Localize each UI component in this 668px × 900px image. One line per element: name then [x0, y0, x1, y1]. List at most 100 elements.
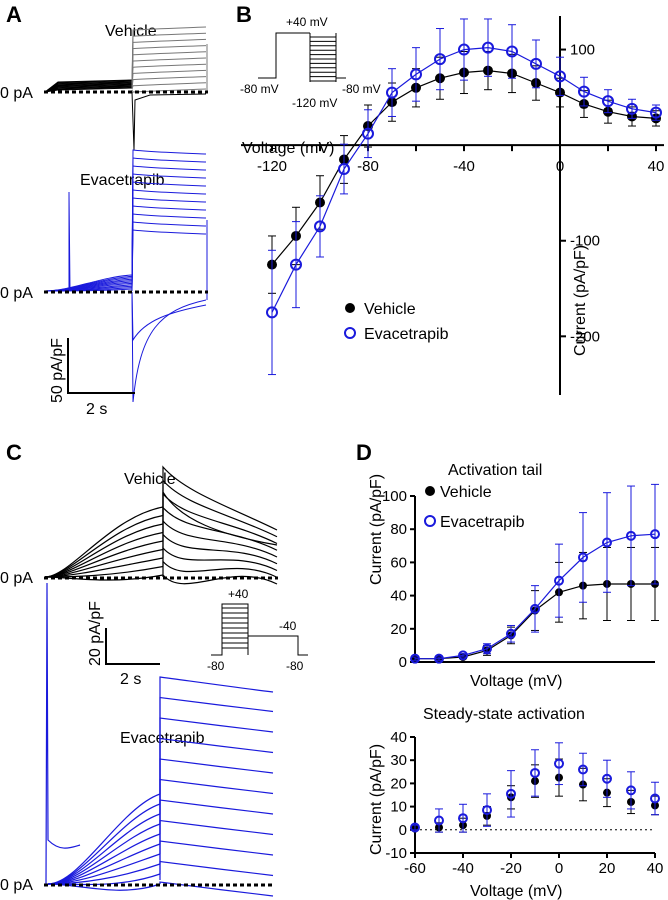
panel-b-legend: Vehicle Evacetrapib	[344, 301, 449, 343]
trace-c-evac-tail	[159, 676, 274, 880]
trace-a-vehicle-step	[131, 51, 207, 86]
panel-a-vehicle-traces	[44, 26, 208, 151]
panel-d-top-ylabel: Current (pA/pF)	[368, 474, 385, 585]
trace-a-evac-step	[131, 189, 207, 285]
chartD2-x-tick-label: 20	[599, 860, 616, 877]
trace-a-evac-spike	[68, 191, 71, 292]
chartD2-y-tick-label: -10	[385, 845, 407, 862]
trace-a-evac-step	[131, 229, 207, 292]
trace-c-evac-step	[47, 803, 161, 885]
chartD1-point-evacetrapib	[554, 575, 564, 586]
legend-d-vehicle: Vehicle	[440, 484, 492, 501]
chartB-point-evacetrapib	[506, 45, 518, 58]
chartD1-y-tick-label: 100	[382, 488, 407, 505]
trace-c-evac-tail	[159, 860, 274, 877]
chartD2-point-evacetrapib	[578, 764, 588, 775]
panel-c-evac-traces	[45, 582, 274, 897]
trace-c-evac-tail	[159, 819, 274, 854]
trace-a-vehicle-transient	[131, 91, 207, 151]
panel-d-bottom-xlabel: Voltage (mV)	[470, 883, 562, 900]
chartB-point-evacetrapib	[626, 102, 638, 115]
trace-a-vehicle-step	[131, 26, 207, 83]
trace-c-evac-step	[47, 823, 161, 885]
chartD1-y-tick-label: 60	[390, 554, 407, 571]
trace-c-evac-tail	[159, 778, 274, 834]
chartB-point-evacetrapib	[482, 41, 494, 54]
legend-b-evac: Evacetrapib	[364, 326, 449, 343]
panel-label-b: B	[236, 2, 252, 27]
chartD2-y-tick-label: 20	[390, 775, 407, 792]
trace-c-vehicle-tail	[162, 465, 278, 531]
trace-c-evac-tail	[159, 799, 274, 844]
trace-c-vehicle-tail	[162, 478, 278, 538]
legend-b-vehicle: Vehicle	[364, 301, 416, 318]
chartD2-y-tick-label: 10	[390, 799, 407, 816]
legend-b-vehicle-marker	[345, 303, 355, 313]
chartD2-point-evacetrapib	[626, 785, 636, 796]
chartD1-point-evacetrapib	[650, 529, 660, 540]
panel-label-d: D	[356, 440, 372, 465]
panel-c-scale-bar	[105, 628, 160, 665]
trace-a-vehicle-step	[131, 76, 207, 89]
panel-b-protocol-left: -80 mV	[240, 82, 279, 96]
chartD2-point-evacetrapib	[506, 788, 516, 799]
chartB-point-evacetrapib	[554, 70, 566, 83]
panel-b-protocol-right: -80 mV	[342, 82, 381, 96]
legend-d-evac: Evacetrapib	[440, 514, 525, 531]
trace-a-evac-transient	[131, 291, 207, 342]
chartB-point-evacetrapib	[434, 53, 446, 66]
trace-c-vehicle-tail	[162, 546, 278, 572]
trace-c-vehicle-tail	[162, 505, 278, 551]
chartB-x-tick-label: 0	[556, 158, 564, 175]
panel-c-protocol	[211, 603, 308, 656]
trace-c-vehicle-tail	[162, 489, 278, 577]
panel-a-evac-title: Evacetrapib	[80, 172, 165, 189]
trace-c-vehicle-tail	[162, 574, 278, 585]
trace-a-vehicle-prestep	[44, 79, 133, 93]
chartB-point-evacetrapib	[602, 95, 614, 108]
chartD2-y-tick-label: 0	[399, 822, 407, 839]
panel-c-scale-y: 20 pA/pF	[87, 601, 104, 666]
chartB-point-evacetrapib	[650, 106, 662, 119]
chartD1-point-evacetrapib	[458, 650, 468, 661]
trace-a-vehicle-step	[131, 82, 207, 90]
chartD1-point-evacetrapib	[530, 603, 540, 614]
chartB-point-evacetrapib	[578, 85, 590, 98]
trace-c-vehicle-tail	[162, 492, 278, 545]
legend-d-evac-marker	[424, 515, 436, 527]
trace-c-evac-step	[47, 793, 161, 885]
panel-d-bottom-ylabel: Current (pA/pF)	[368, 744, 385, 855]
legend-b-evac-marker	[344, 327, 356, 339]
chartD2-x-tick-label: -40	[452, 860, 474, 877]
chartD1-y-tick-label: 40	[390, 588, 407, 605]
trace-a-evac-step	[131, 149, 207, 278]
panel-d-legend: Vehicle Evacetrapib	[424, 484, 525, 531]
chartB-point-evacetrapib	[338, 163, 350, 176]
panel-b-ylabel: Current (pA/pF)	[572, 245, 589, 356]
panel-c-vehicle-traces	[44, 465, 278, 585]
trace-c-evac-spike	[45, 582, 81, 886]
panel-c-protocol-top: +40	[228, 587, 249, 601]
panel-a-scale-y: 50 pA/pF	[49, 338, 66, 403]
trace-a-evac-step	[131, 173, 207, 282]
chartD1-point-evacetrapib	[434, 653, 444, 664]
panel-b-protocol	[258, 32, 346, 82]
chartB-x-tick-label: -80	[357, 158, 379, 175]
trace-c-evac-tail	[159, 717, 274, 804]
chartB-x-tick-label: 40	[648, 158, 665, 175]
chartD1-point-evacetrapib	[482, 643, 492, 654]
chartB-point-evacetrapib	[530, 57, 542, 70]
chartB-point-evacetrapib	[386, 86, 398, 99]
panel-label-a: A	[6, 2, 22, 27]
panel-a-vehicle-title: Vehicle	[105, 23, 157, 40]
panel-c-protocol-mid: -40	[279, 619, 297, 633]
trace-c-evac-tail	[159, 737, 274, 814]
panel-c-zero-label-1: 0 pA	[0, 570, 33, 587]
panel-c-scale-x: 2 s	[120, 671, 141, 688]
trace-c-evac-tail	[159, 840, 274, 864]
trace-a-evac-step	[131, 205, 207, 287]
trace-c-vehicle-tail	[162, 532, 278, 565]
chartD2-x-tick-label: 0	[555, 860, 563, 877]
